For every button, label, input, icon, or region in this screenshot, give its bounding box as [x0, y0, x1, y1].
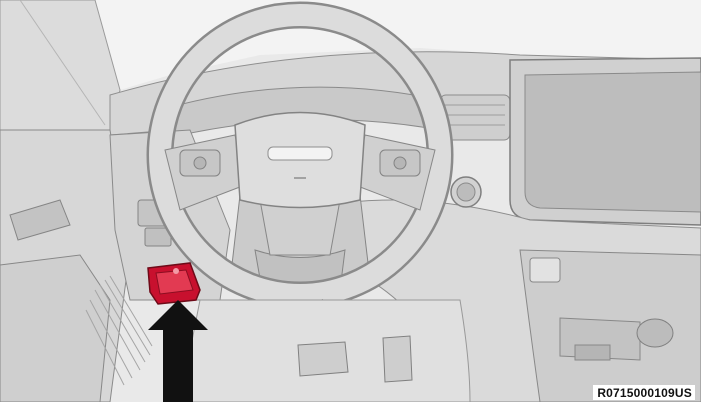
- start-button-inner: [457, 183, 475, 201]
- console-button: [530, 258, 560, 282]
- rotary-knob: [637, 319, 673, 347]
- highlighted-switch: [148, 263, 200, 304]
- door-armrest: [0, 255, 110, 402]
- screen-display: [525, 72, 701, 212]
- figure-code: R0715000109US: [593, 385, 695, 400]
- hub-logo: [268, 147, 332, 160]
